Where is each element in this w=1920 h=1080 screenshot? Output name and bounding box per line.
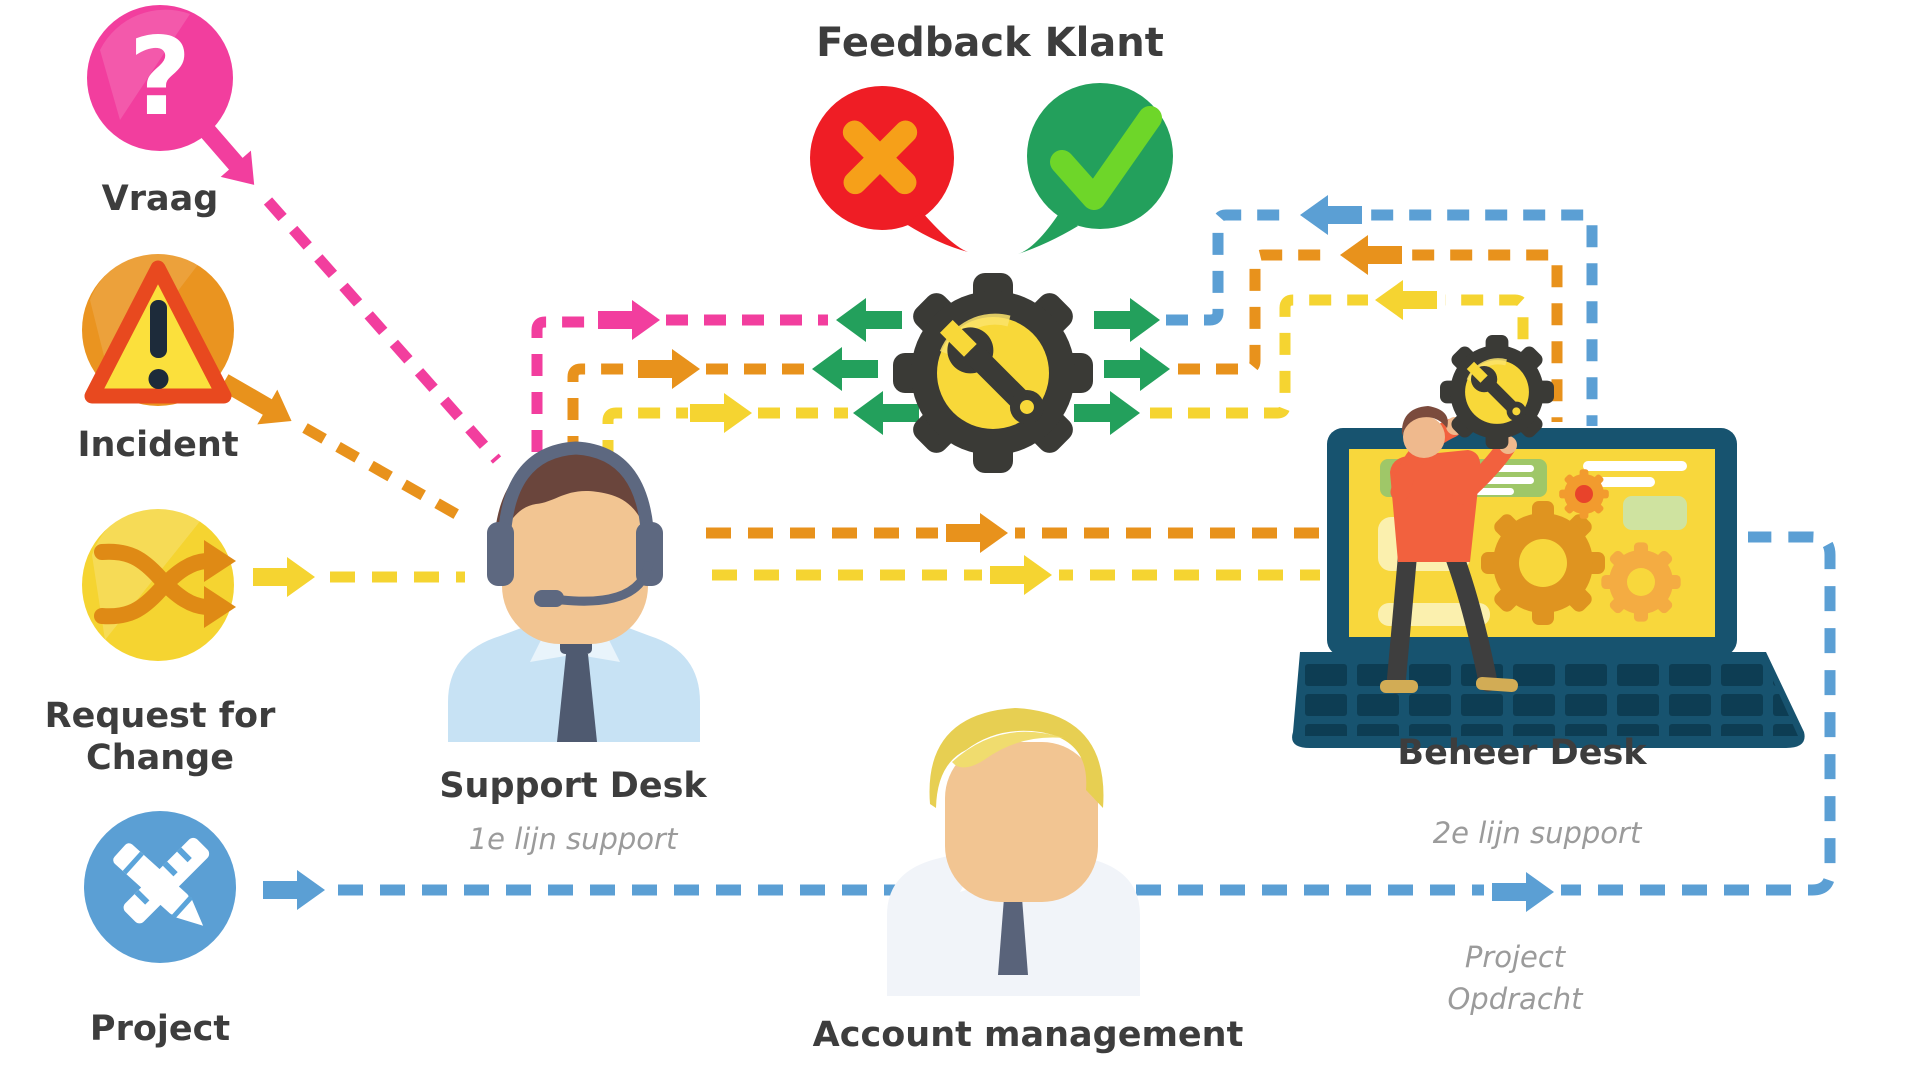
vraag-arrow [196,120,255,185]
rfc-arrow [253,557,315,597]
yellow-return-arrow [1375,280,1437,320]
incident-line [302,423,473,527]
label-beheer-desk: Beheer Desk [1397,733,1647,773]
incident-arrow [219,374,292,425]
direct-orange-arrow [946,513,1008,553]
orange-return-arrow [1340,235,1402,275]
label-project-opdracht: Project Opdracht [1447,936,1582,1020]
headset-mic [534,590,564,607]
shuffle-icon [82,503,236,661]
label-project: Project [89,1009,231,1049]
headset-band [497,441,655,546]
green-arrow-left-3 [853,391,919,435]
label-rfc-line1: Request for [44,696,276,736]
direct-yellow-arrow [990,555,1052,595]
gear-wrench-icon [893,273,1093,473]
headset-mic-arm [561,561,654,606]
label-support-desk: Support Desk [439,766,707,806]
laptop [1292,428,1805,748]
green-arrow-right-2 [1104,347,1170,391]
orange-row-arrow [638,349,700,389]
label-rfc: Request for Change [45,695,276,779]
held-gear-wrench-icon [1440,335,1554,449]
beheer-yellow-loop [1150,294,1529,420]
source-icons: ? [82,5,236,963]
question-icon: ? [87,5,233,151]
feedback-title: Feedback Klant [816,20,1164,66]
support-orange-riser [567,363,636,458]
label-support-sub: 1e lijn support [468,822,678,856]
label-beheer-sub: 2e lijn support [1432,816,1642,850]
support-pink-riser [531,316,596,452]
beheer-blue-loop [1166,209,1598,426]
project-opdracht-line1: Project [1464,940,1566,974]
project-line-arrow [1492,872,1554,912]
label-incident: Incident [77,425,239,465]
beheer-worker [1380,406,1518,694]
vraag-line [263,197,502,464]
feedback-bubbles [810,83,1173,254]
label-account-management: Account management [812,1015,1244,1055]
green-arrow-right-1 [1094,298,1160,342]
account-manager-avatar [887,708,1140,996]
headset-earcup-left [487,522,514,586]
green-arrow-left-1 [836,298,902,342]
blue-return-arrow [1300,195,1362,235]
label-rfc-line2: Change [86,738,234,778]
gear-green-arrows [812,298,1170,435]
cross-icon [810,86,968,252]
pencil-glyph [113,843,204,926]
yellow-row-arrow [690,393,752,433]
label-vraag: Vraag [101,179,219,219]
support-yellow-riser [602,407,688,462]
warning-icon [82,251,234,406]
check-icon [1018,83,1173,254]
support-agent-avatar [448,441,700,742]
arrows [196,120,1561,912]
pink-row-arrow [598,300,660,340]
project-opdracht-line2: Opdracht [1447,982,1583,1016]
pencil-ruler-icon [84,811,236,963]
question-glyph: ? [129,15,192,140]
project-line [338,531,1836,896]
project-arrow [263,870,325,910]
green-arrow-left-2 [812,347,878,391]
green-arrow-right-3 [1074,391,1140,435]
